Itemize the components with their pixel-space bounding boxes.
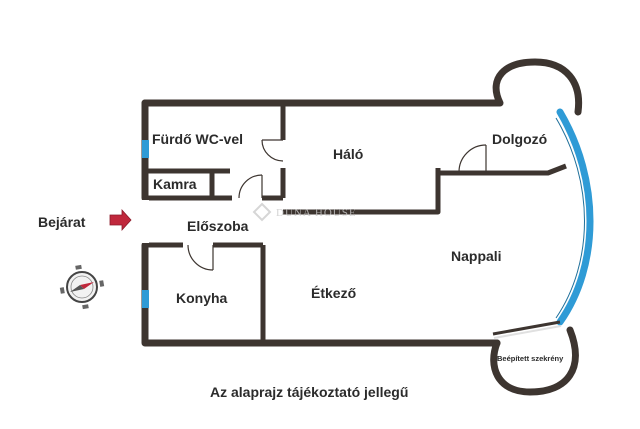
compass-icon [59, 264, 105, 310]
door-bath [261, 139, 284, 162]
window-kitchen [142, 290, 149, 308]
door-kitchen [187, 244, 214, 271]
watermark-text: DUNA HOUSE [276, 207, 357, 219]
entrance-arrow [109, 208, 132, 232]
interior-walls [145, 103, 567, 343]
entrance-opening [142, 200, 149, 243]
room-label-konyha: Konyha [176, 290, 228, 306]
room-label-halo: Háló [333, 146, 363, 162]
room-label-szekreny: Beépített szekrény [497, 354, 564, 363]
room-label-eloszoba: Előszoba [187, 218, 249, 234]
watermark-logo-icon [252, 202, 272, 222]
curved-window-edge [555, 117, 585, 319]
watermark: DUNA HOUSE [252, 202, 357, 222]
entrance-label: Bejárat [38, 214, 86, 230]
room-label-etkezo: Étkező [311, 285, 356, 301]
outer-wall-north [141, 58, 583, 116]
room-label-furdo: Fürdő WC-vel [152, 131, 243, 147]
outer-wall-bay-south [490, 326, 579, 396]
door-swings [187, 139, 487, 271]
curved-window [556, 108, 594, 326]
plan-caption: Az alaprajz tájékoztató jellegű [210, 384, 408, 400]
door-dolgozo [458, 144, 487, 173]
window-bath [142, 140, 149, 158]
room-label-kamra: Kamra [153, 176, 197, 192]
wall-bedroom-bottom [283, 163, 567, 215]
wardrobe-partition [492, 320, 562, 339]
room-label-nappali: Nappali [451, 248, 502, 264]
room-label-dolgozo: Dolgozó [492, 131, 547, 147]
door-kamra [238, 174, 263, 199]
